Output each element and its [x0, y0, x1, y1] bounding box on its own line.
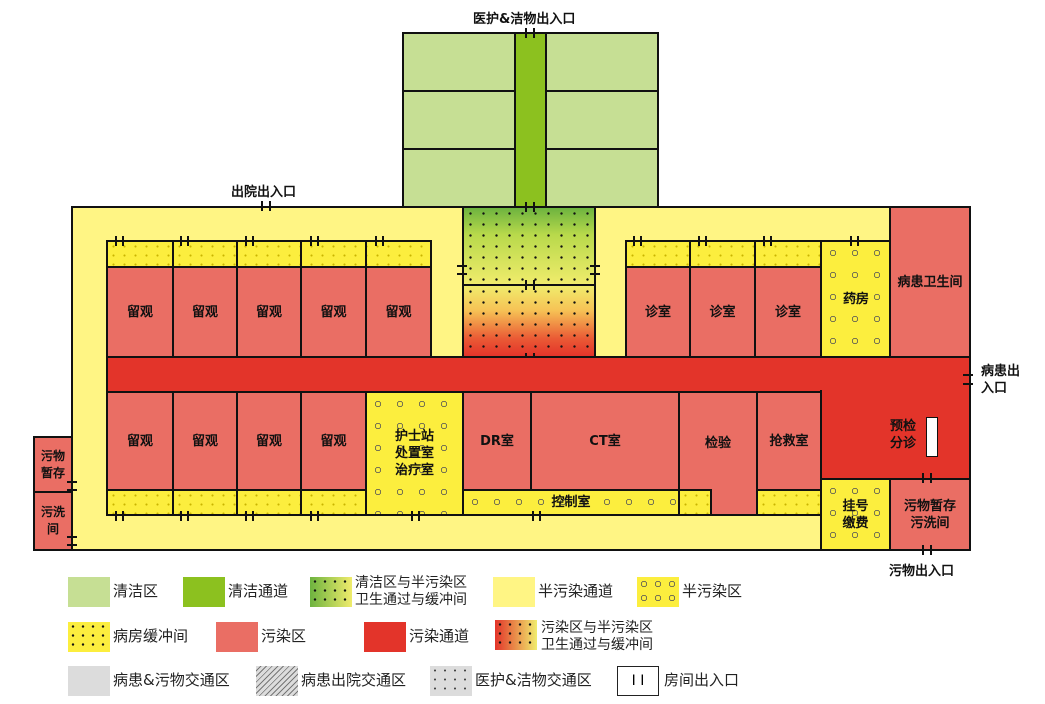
observation-room[interactable]: 留观	[236, 391, 302, 491]
legend-patient-waste-traffic: 病患&污物交通区	[113, 671, 230, 689]
clinic-room[interactable]: 诊室	[689, 266, 756, 358]
waste-entrance-label: 污物出入口	[889, 564, 955, 579]
observation-room[interactable]: 留观	[300, 266, 367, 358]
dirty-semi-buffer	[462, 284, 596, 358]
nurse-station[interactable]: 护士站处置室治疗室	[365, 391, 464, 516]
legend-swatch-dirty-passage	[364, 622, 406, 652]
observation-room[interactable]: 留观	[106, 266, 174, 358]
pharmacy[interactable]: 药房	[820, 240, 892, 358]
legend-swatch-discharge-traffic	[256, 666, 298, 696]
control-room[interactable]: 控制室	[462, 489, 680, 516]
clinic-room[interactable]: 诊室	[754, 266, 822, 358]
legend-medical-clean-traffic: 医护&洁物交通区	[475, 671, 592, 689]
legend-swatch-dirty-semi-buffer	[495, 620, 537, 650]
legend-swatch-clean-semi-buffer	[310, 577, 352, 607]
legend-swatch-ward-buffer	[68, 622, 110, 652]
waste-storage[interactable]: 污物暂存	[33, 436, 73, 493]
medical-clean-entrance-label: 医护&洁物出入口	[473, 12, 576, 27]
legend-swatch-dirty-zone	[216, 622, 258, 652]
legend-dirty-semi-buffer: 污染区与半污染区卫生通过与缓冲间	[541, 620, 653, 653]
discharge-entrance-label: 出院出入口	[231, 185, 297, 200]
ct-room[interactable]: CT室	[530, 391, 680, 491]
observation-room[interactable]: 留观	[172, 266, 238, 358]
legend-room-door: 房间出入口	[664, 671, 740, 689]
clinic-room[interactable]: 诊室	[625, 266, 691, 358]
clean-passage	[514, 32, 547, 210]
legend-dirty-passage: 污染通道	[409, 627, 470, 645]
legend-swatch-semi-zone	[637, 577, 679, 607]
clean-semi-buffer	[462, 206, 596, 286]
legend-discharge-traffic: 病患出院交通区	[301, 671, 407, 689]
registration-payment[interactable]: 挂号缴费	[820, 478, 891, 551]
observation-room[interactable]: 留观	[172, 391, 238, 491]
legend-swatch-room-door: I I	[617, 666, 659, 696]
legend-semi-passage: 半污染通道	[538, 582, 614, 600]
contaminated-passage	[106, 356, 971, 393]
legend-swatch-clean-zone	[68, 577, 110, 607]
observation-room[interactable]: 留观	[106, 391, 174, 491]
legend-ward-buffer: 病房缓冲间	[113, 627, 189, 645]
legend-clean-semi-buffer: 清洁区与半污染区卫生通过与缓冲间	[355, 575, 467, 608]
legend-clean-passage: 清洁通道	[228, 582, 289, 600]
lab-room[interactable]: 检验	[678, 391, 758, 516]
patient-toilet[interactable]: 病患卫生间	[889, 206, 971, 358]
legend-swatch-patient-waste-traffic	[68, 666, 110, 696]
rescue-room[interactable]: 抢救室	[756, 391, 822, 491]
observation-room[interactable]: 留观	[300, 391, 367, 491]
waste-storage-wash[interactable]: 污物暂存污洗间	[889, 478, 971, 551]
legend-swatch-semi-passage	[493, 577, 535, 607]
dirty-wash-room[interactable]: 污洗间	[33, 491, 73, 551]
observation-room[interactable]: 留观	[236, 266, 302, 358]
legend-clean-zone: 清洁区	[113, 582, 159, 600]
legend-semi-zone: 半污染区	[682, 582, 743, 600]
triage-label: 预检分诊	[889, 419, 916, 451]
triage-desk[interactable]	[926, 417, 938, 457]
legend-swatch-clean-passage	[183, 577, 225, 607]
legend-dirty-zone: 污染区	[261, 627, 307, 645]
dr-room[interactable]: DR室	[462, 391, 532, 491]
legend-swatch-medical-clean-traffic	[430, 666, 472, 696]
patient-entrance-label: 病患出入口	[981, 364, 1021, 396]
observation-room[interactable]: 留观	[365, 266, 432, 358]
